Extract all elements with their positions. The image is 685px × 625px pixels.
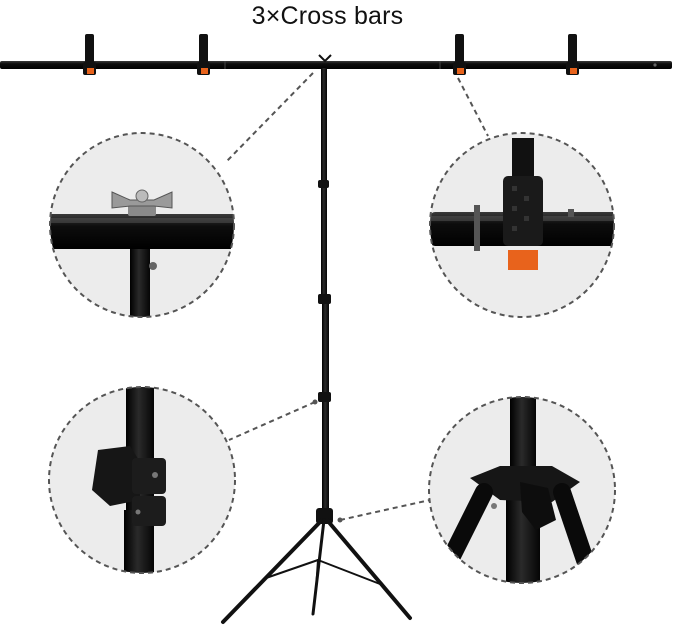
crossbar-clip: [453, 34, 466, 75]
crossbar-clip-detail: [429, 132, 615, 318]
tripod-base-detail: [428, 396, 616, 584]
pole-joint-lock-detail: [48, 386, 236, 574]
crossbar-center-knob-detail: [49, 132, 235, 318]
center-pole: [316, 68, 333, 524]
crossbar-clip: [83, 34, 96, 75]
crossbar-clip: [566, 34, 579, 75]
product-title: 3×Cross bars: [251, 2, 404, 30]
crossbar-clip: [197, 34, 210, 75]
callout-lines: [225, 72, 489, 521]
tripod-legs: [221, 518, 412, 624]
crossbar: [0, 61, 672, 69]
